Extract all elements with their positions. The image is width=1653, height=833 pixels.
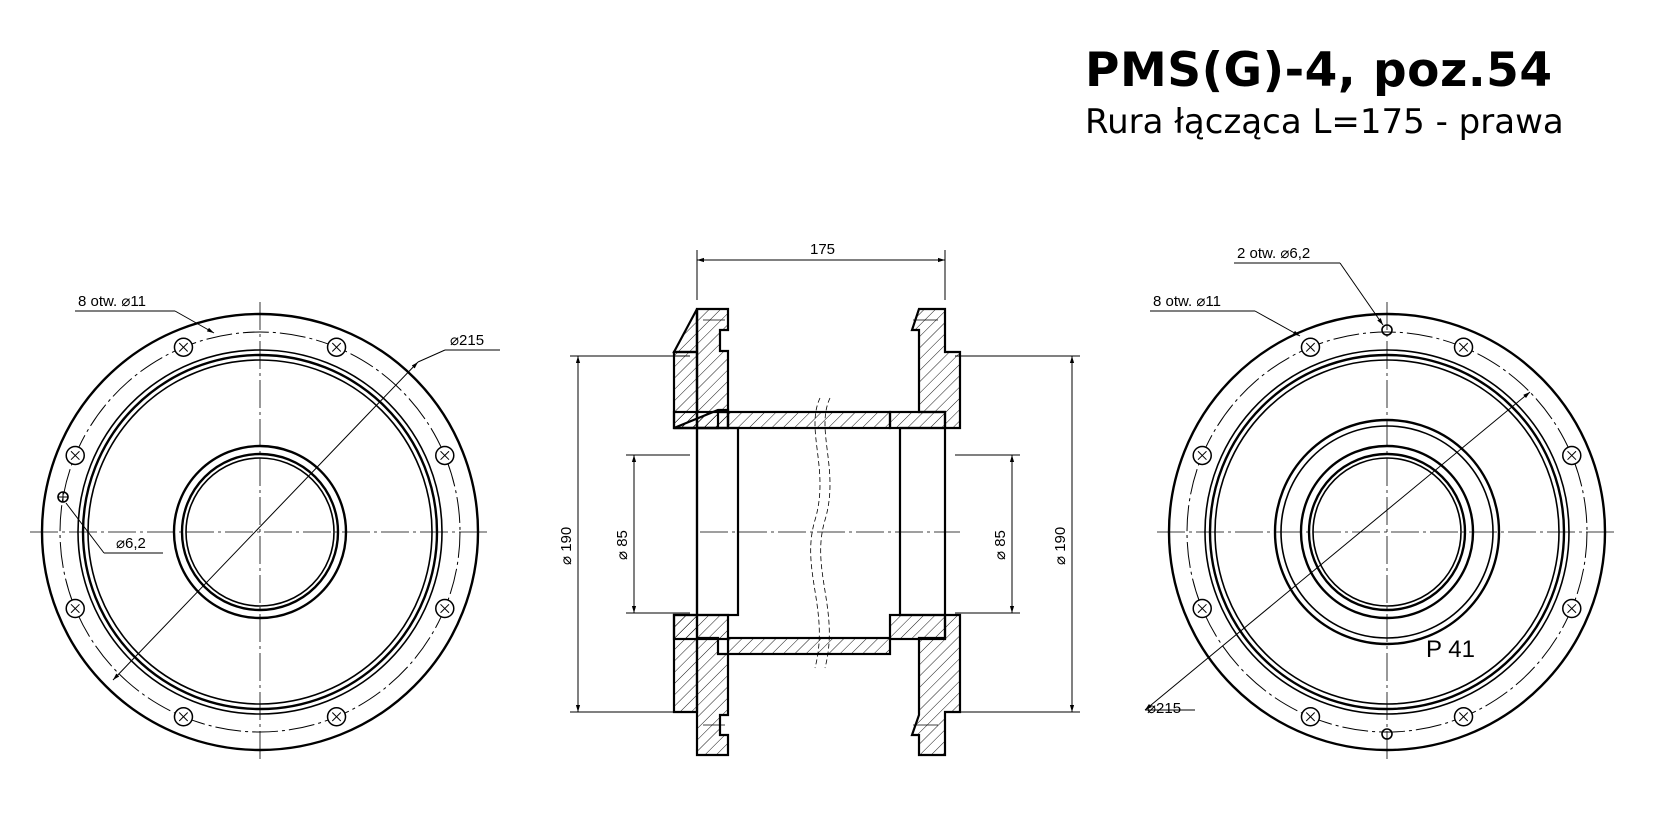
section-view: 175 ⌀ 190 ⌀ 85 ⌀ 85 ⌀ 190 bbox=[558, 241, 1080, 757]
part-mark-label: P 41 bbox=[1426, 636, 1475, 663]
right-bolt-hole bbox=[1300, 337, 1321, 357]
small-hole-right-top bbox=[1381, 324, 1393, 336]
left-bolt-hole bbox=[326, 337, 347, 357]
right-bolt-hole bbox=[1562, 445, 1582, 466]
length-175-label: 175 bbox=[810, 241, 835, 258]
left-bolt-hole bbox=[435, 445, 455, 466]
right-bolt-hole bbox=[1453, 707, 1474, 727]
drawing-title: PMS(G)-4, poz.54 bbox=[1085, 43, 1553, 98]
left-bolt-hole bbox=[326, 707, 347, 727]
bolt-holes-left bbox=[65, 337, 455, 727]
right-bolt-hole bbox=[1453, 337, 1474, 357]
drawing-subtitle: Rura łącząca L=175 - prawa bbox=[1085, 102, 1564, 142]
right-bolt-hole bbox=[1192, 445, 1212, 466]
left-flange-view: ⌀215 8 otw. ⌀11 ⌀6,2 bbox=[30, 293, 500, 762]
dia-85-left-label: ⌀ 85 bbox=[614, 530, 631, 560]
left-hole-62-label: ⌀6,2 bbox=[116, 535, 146, 552]
right-holes-label: 8 otw. ⌀11 bbox=[1153, 293, 1221, 310]
dia-190-left-label: ⌀ 190 bbox=[558, 527, 575, 565]
left-holes-label: 8 otw. ⌀11 bbox=[78, 293, 146, 310]
left-dia-215-label: ⌀215 bbox=[450, 332, 484, 349]
left-bolt-hole bbox=[173, 337, 194, 357]
dia-190-right-label: ⌀ 190 bbox=[1052, 527, 1069, 565]
left-bolt-hole bbox=[65, 598, 85, 619]
left-bolt-hole bbox=[65, 445, 85, 466]
small-hole-right-bottom bbox=[1381, 728, 1393, 740]
left-bolt-hole bbox=[173, 707, 194, 727]
right-bolt-hole bbox=[1562, 598, 1582, 619]
right-two-holes-label: 2 otw. ⌀6,2 bbox=[1237, 245, 1310, 262]
right-dia-215-label: ⌀215 bbox=[1147, 700, 1181, 717]
right-flange-view: ⌀215 8 otw. ⌀11 2 otw. ⌀6,2 P 41 bbox=[1144, 245, 1617, 762]
right-bolt-hole bbox=[1192, 598, 1212, 619]
title-block: PMS(G)-4, poz.54 Rura łącząca L=175 - pr… bbox=[1085, 44, 1564, 144]
right-bolt-hole bbox=[1300, 707, 1321, 727]
dia-85-right-label: ⌀ 85 bbox=[992, 530, 1009, 560]
left-bolt-hole bbox=[435, 598, 455, 619]
